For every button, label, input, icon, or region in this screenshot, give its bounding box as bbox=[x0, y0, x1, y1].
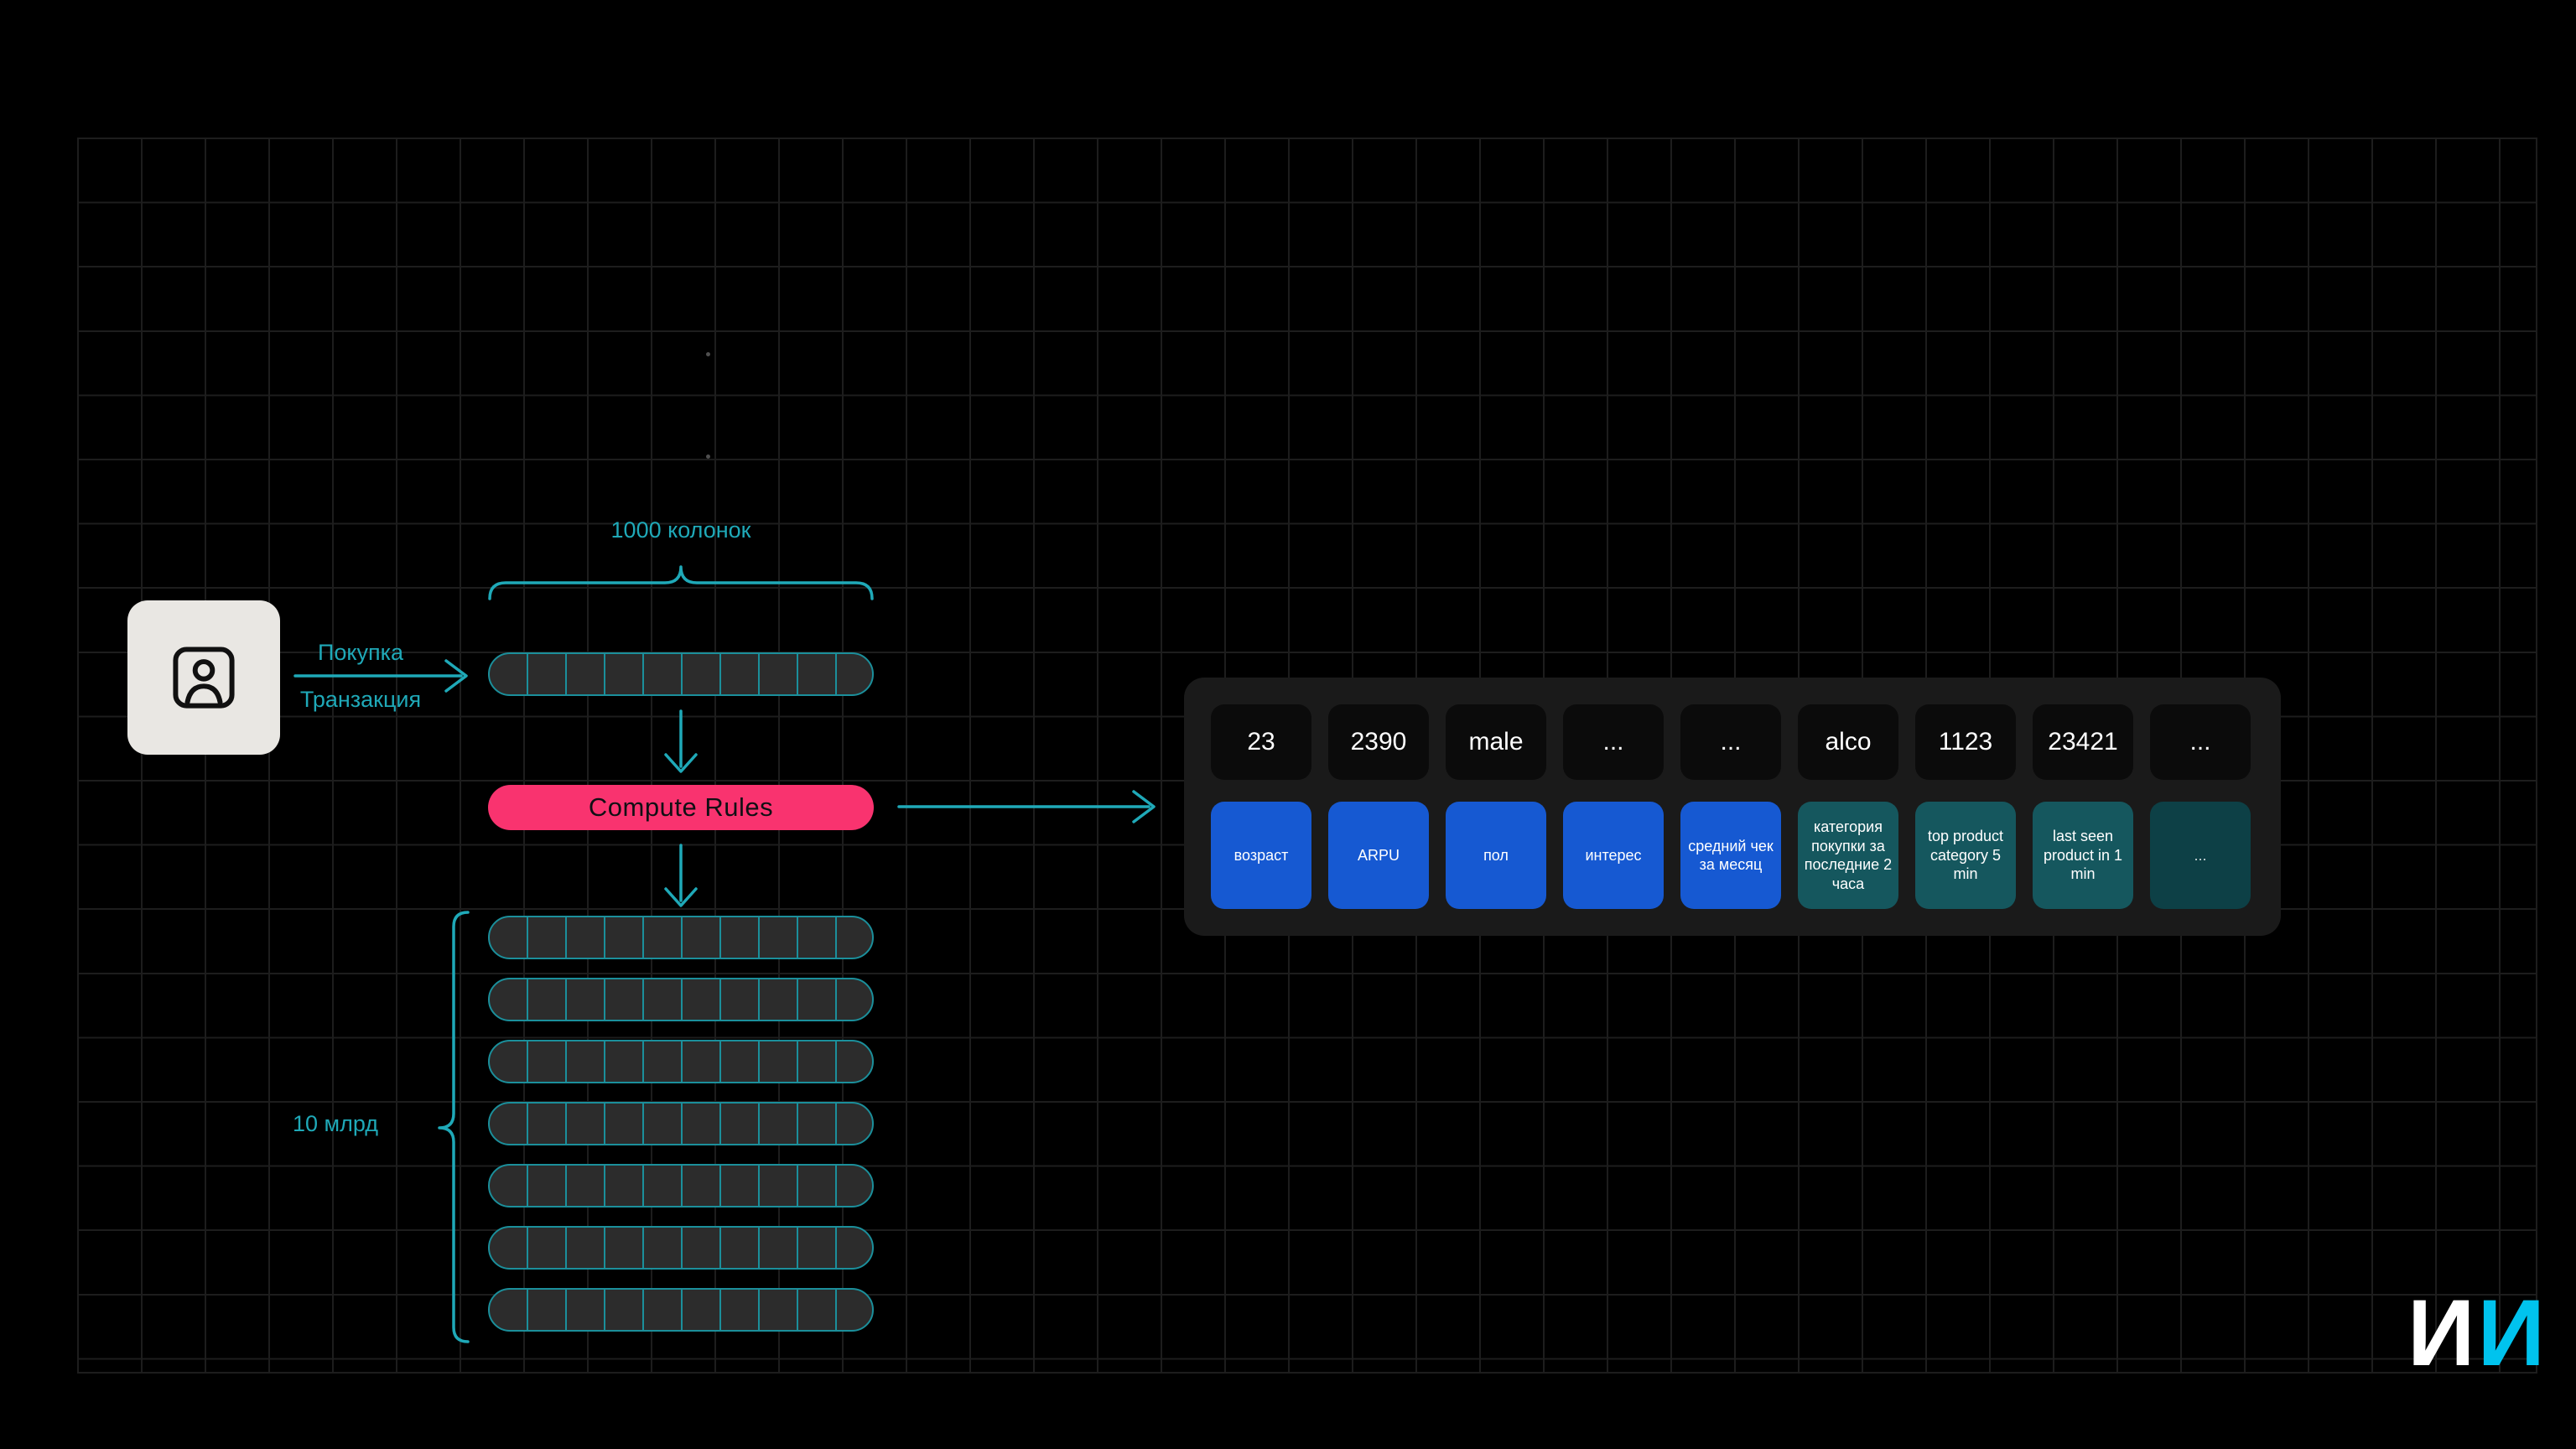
value-cell: ... bbox=[1563, 704, 1664, 780]
matrix-row bbox=[488, 1040, 874, 1083]
columns-count-label: 1000 колонок bbox=[610, 517, 751, 543]
matrix-row bbox=[488, 1226, 874, 1270]
value-cell: 1123 bbox=[1915, 704, 2016, 780]
matrix-row bbox=[488, 1102, 874, 1145]
value-cell: ... bbox=[2150, 704, 2251, 780]
decorative-dot bbox=[706, 454, 710, 459]
field-cell: категория покупки за последние 2 часа bbox=[1798, 802, 1898, 909]
value-cell: ... bbox=[1680, 704, 1781, 780]
value-cell: male bbox=[1446, 704, 1546, 780]
compute-rules-button: Compute Rules bbox=[488, 785, 874, 830]
result-panel: 23 2390 male ... ... alco 1123 23421 ...… bbox=[1184, 678, 2281, 936]
field-cell: ... bbox=[2150, 802, 2251, 909]
purchase-label: Покупка bbox=[317, 640, 404, 665]
rows-count-label: 10 млрд bbox=[292, 1111, 378, 1136]
decorative-dot bbox=[706, 352, 710, 356]
field-cell: пол bbox=[1446, 802, 1546, 909]
matrix-row bbox=[488, 916, 874, 959]
matrix-row bbox=[488, 1288, 874, 1332]
field-cell: возраст bbox=[1211, 802, 1311, 909]
value-cell: 2390 bbox=[1328, 704, 1429, 780]
user-icon-card bbox=[127, 600, 280, 755]
value-cell: 23 bbox=[1211, 704, 1311, 780]
field-cell: top product category 5 min bbox=[1915, 802, 2016, 909]
field-cell: ARPU bbox=[1328, 802, 1429, 909]
matrix-row bbox=[488, 978, 874, 1021]
account-box-icon bbox=[173, 647, 235, 709]
values-row: 23 2390 male ... ... alco 1123 23421 ... bbox=[1211, 704, 2251, 780]
field-cell: интерес bbox=[1563, 802, 1664, 909]
matrix-input-row bbox=[488, 652, 874, 696]
logo-letter-2: И bbox=[2477, 1280, 2547, 1385]
logo: ИИ bbox=[2380, 1286, 2547, 1380]
transaction-label: Транзакция bbox=[299, 687, 422, 712]
field-cell: средний чек за месяц bbox=[1680, 802, 1781, 909]
matrix-row bbox=[488, 1164, 874, 1208]
field-cell: last seen product in 1 min bbox=[2033, 802, 2133, 909]
logo-letter-1: И bbox=[2407, 1280, 2478, 1385]
value-cell: alco bbox=[1798, 704, 1898, 780]
fields-row: возраст ARPU пол интерес средний чек за … bbox=[1211, 802, 2251, 909]
value-cell: 23421 bbox=[2033, 704, 2133, 780]
